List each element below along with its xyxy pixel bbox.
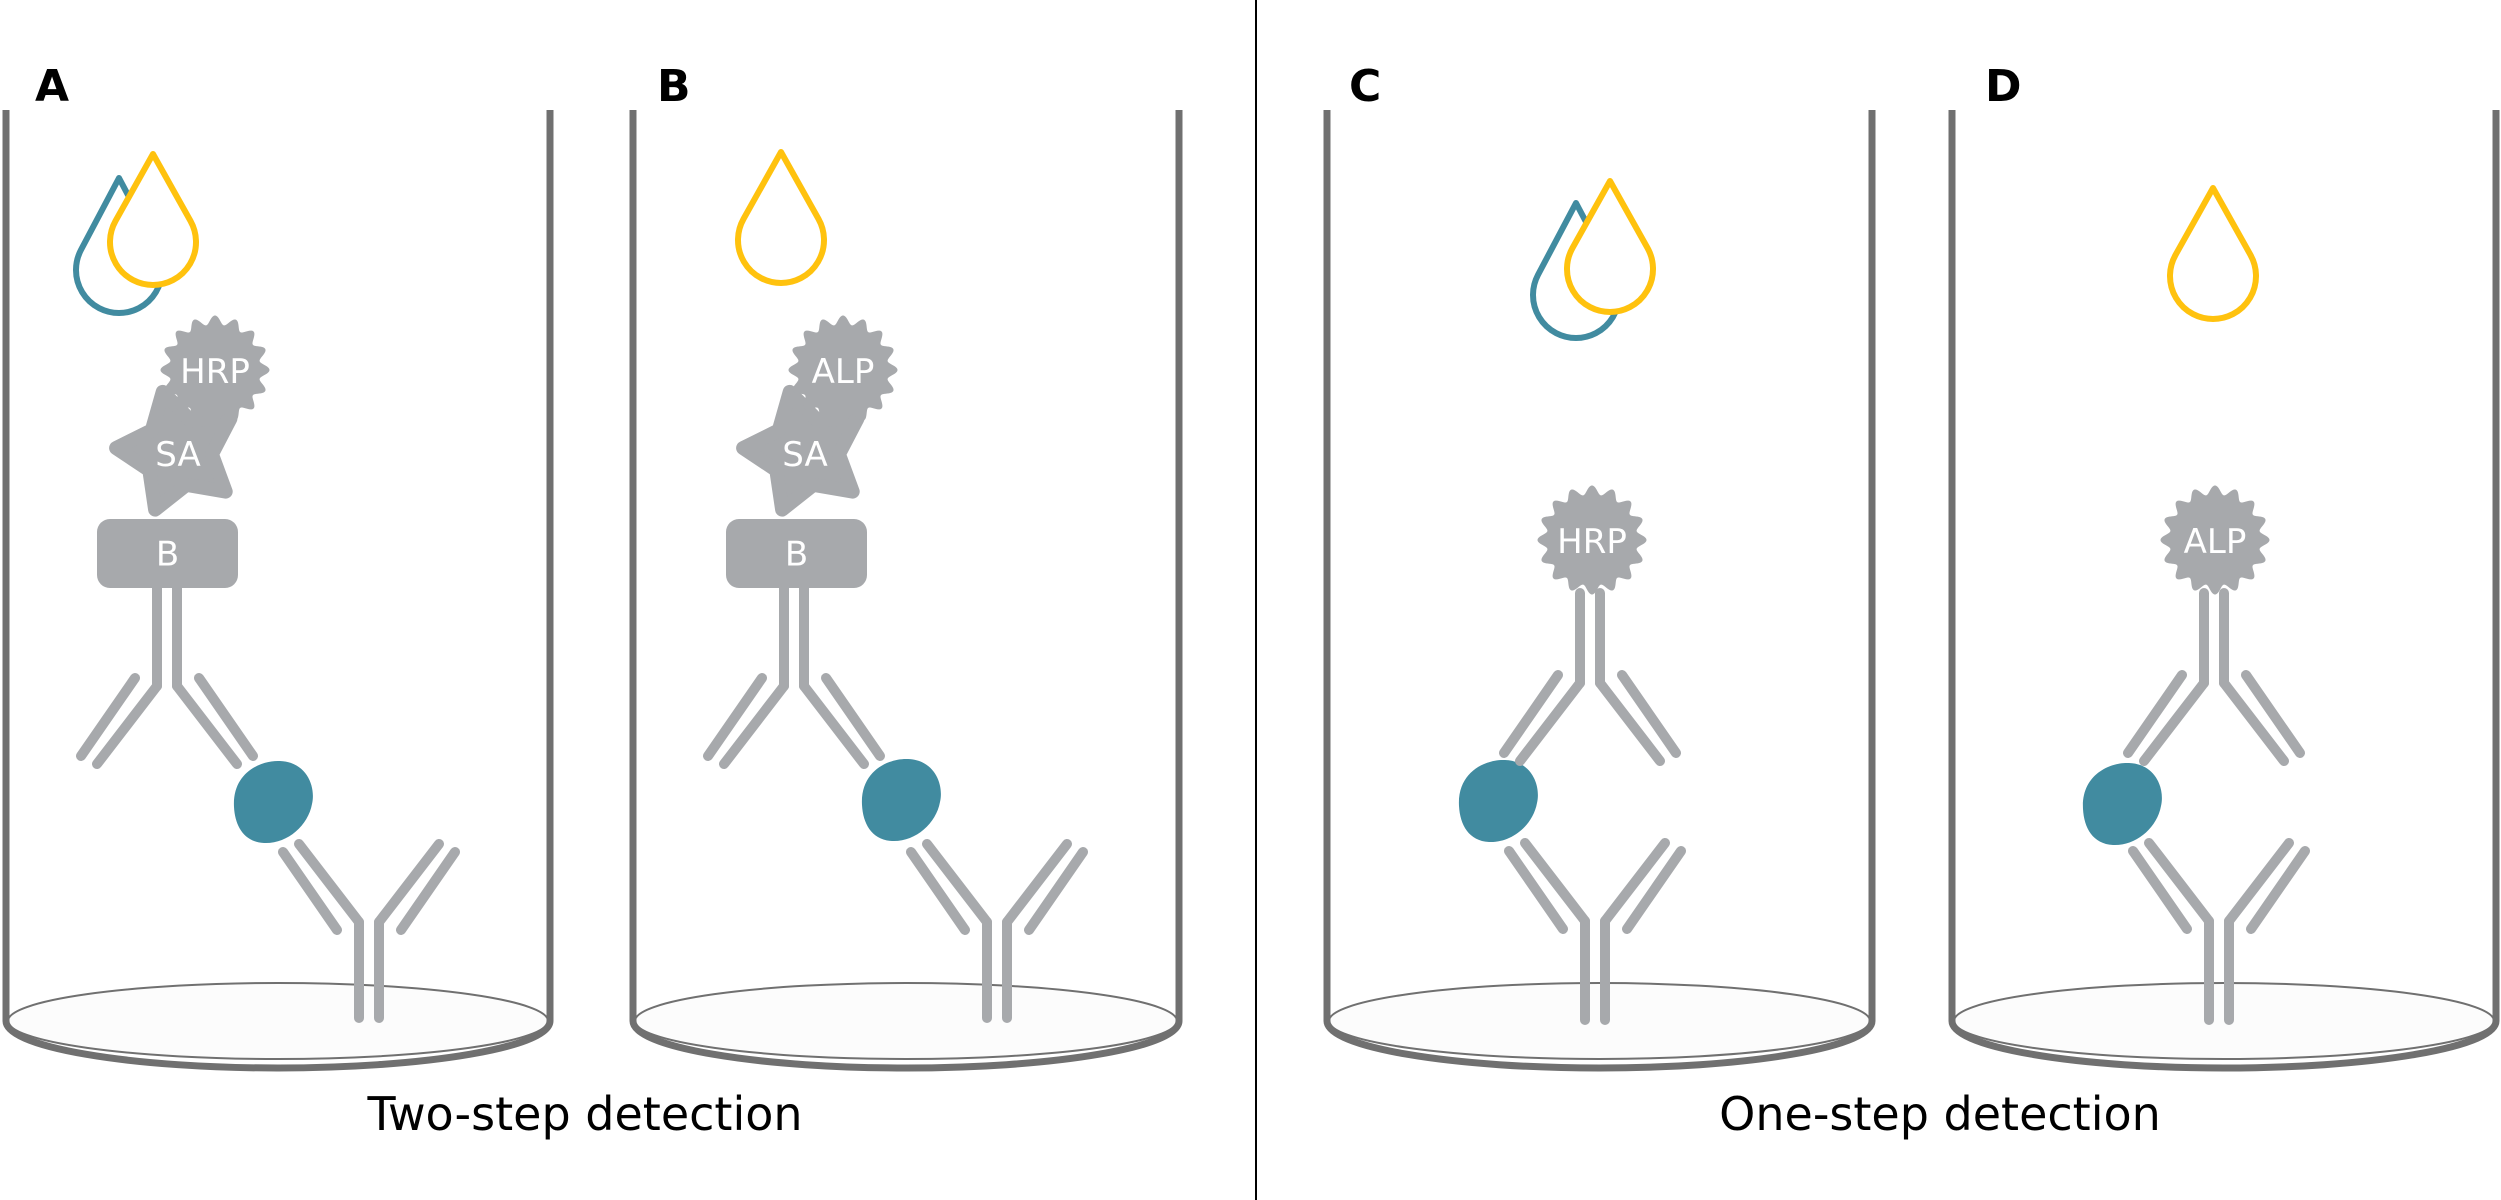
antibody-light-chain-left — [1499, 670, 1563, 758]
panel-d: D ALP — [1948, 61, 2500, 1072]
well-wall — [629, 110, 1183, 1072]
antibody-arm-right-inner — [1595, 678, 1665, 766]
well — [629, 110, 1183, 1072]
antibody-arm-right-inner — [1002, 839, 1072, 927]
panel-letter: B — [657, 61, 691, 112]
antibody-light-chain-right — [2241, 670, 2305, 758]
enzyme-hrp — [160, 315, 270, 425]
antibody-light-chain-right — [1024, 847, 1088, 935]
enzyme-hrp — [1537, 485, 1647, 595]
antibody-arm-right-inner — [2219, 678, 2289, 766]
biotin-tag — [726, 519, 867, 588]
antibody-light-chain-right — [1617, 670, 1681, 758]
antibody-arm-right-inner — [374, 839, 444, 927]
antibody-arm-left-inner — [294, 839, 364, 927]
well-floor — [634, 982, 1178, 1060]
panel-b: B B SA ALP — [629, 61, 1183, 1072]
caption-one-step: One-step detection — [1719, 1087, 2161, 1141]
streptavidin-label: SA — [155, 435, 200, 475]
capture-antibody — [1504, 838, 1686, 1025]
biotin-tag — [97, 519, 238, 588]
enzyme-label: HRP — [180, 352, 250, 392]
panel-c: C HRP — [1323, 61, 1876, 1072]
caption-two-step: Two-step detection — [366, 1087, 802, 1141]
antigen — [233, 760, 313, 844]
panel-a: A B SA HRP — [2, 61, 554, 1072]
antibody-light-chain-left — [906, 847, 970, 935]
panels: A B SA HRP B B SA ALP C HRP D ALP — [2, 61, 2500, 1072]
antibody-light-chain-left — [703, 673, 767, 761]
antibody-arm-right-inner — [2224, 838, 2294, 926]
antibody-arm-left-inner — [1520, 838, 1590, 926]
well-floor — [7, 982, 549, 1060]
antibody-arm-right-inner — [799, 681, 869, 769]
antibody-light-chain-right — [1622, 846, 1686, 934]
antibody-light-chain-left — [2128, 846, 2192, 934]
well — [1323, 110, 1876, 1072]
well-wall — [2, 110, 554, 1072]
capture-antibody — [2128, 838, 2310, 1025]
panel-letter: D — [1985, 61, 2022, 112]
antibody-arm-left-inner — [922, 839, 992, 927]
antigen — [2082, 762, 2162, 846]
well-wall — [1323, 110, 1876, 1072]
antibody-light-chain-right — [396, 847, 460, 935]
antigen — [1458, 759, 1538, 843]
antibody-light-chain-right — [194, 673, 258, 761]
antibody-arm-left-inner — [92, 681, 162, 769]
detection-antibody — [1499, 588, 1681, 766]
streptavidin-label: SA — [782, 435, 827, 475]
substrate-drop-yellow-icon — [735, 149, 827, 286]
substrate-drop-yellow-icon — [107, 151, 199, 288]
detection-antibody — [76, 583, 258, 769]
antibody-light-chain-right — [821, 673, 885, 761]
antibody-light-chain-left — [76, 673, 140, 761]
antibody-arm-left-inner — [2139, 678, 2209, 766]
detection-antibody — [2123, 588, 2305, 766]
detection-antibody — [703, 583, 885, 769]
antibody-arm-right-inner — [172, 681, 242, 769]
enzyme-label: ALP — [2184, 522, 2247, 562]
biotin-label: B — [156, 535, 179, 575]
antibody-arm-left-inner — [2144, 838, 2214, 926]
capture-antibody — [906, 839, 1088, 1023]
antigen — [861, 758, 941, 842]
capture-antibody — [278, 839, 460, 1023]
enzyme-label: HRP — [1557, 522, 1627, 562]
substrate-drop-yellow-icon — [1564, 178, 1656, 315]
antibody-arm-left-inner — [719, 681, 789, 769]
antibody-light-chain-left — [2123, 670, 2187, 758]
enzyme-label: ALP — [812, 352, 875, 392]
antibody-light-chain-left — [1504, 846, 1568, 934]
antibody-arm-right-inner — [1600, 838, 1670, 926]
panel-letter: A — [35, 61, 69, 112]
substrate-drop-yellow-icon — [2167, 185, 2259, 322]
enzyme-alp — [2160, 485, 2270, 595]
antibody-light-chain-right — [2246, 846, 2310, 934]
well-wall — [1948, 110, 2500, 1072]
well — [2, 110, 554, 1072]
panel-letter: C — [1349, 61, 1381, 112]
enzyme-alp — [788, 315, 898, 425]
well-floor — [1328, 982, 1871, 1060]
antibody-arm-left-inner — [1515, 678, 1585, 766]
biotin-label: B — [785, 535, 808, 575]
well — [1948, 110, 2500, 1072]
antibody-light-chain-left — [278, 847, 342, 935]
